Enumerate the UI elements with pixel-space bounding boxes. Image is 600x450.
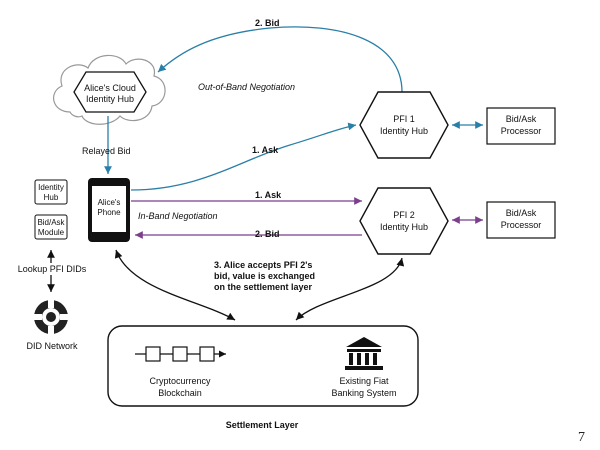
cloud-identity-hub: Alice's Cloud Identity Hub — [53, 54, 166, 125]
arrow-phone-settlement — [114, 249, 236, 321]
fiat-line1: Existing Fiat — [339, 376, 389, 386]
did-network-icon — [32, 298, 70, 336]
arrow-pfi2-settlement — [295, 257, 405, 321]
bidask-module: Bid/Ask Module — [34, 214, 68, 240]
label-ask1: 1. Ask — [252, 145, 279, 155]
label-accept-1: 3. Alice accepts PFI 2's — [214, 260, 312, 270]
processor2-line1: Bid/Ask — [506, 208, 537, 218]
label-accept-2: bid, value is exchanged — [214, 271, 315, 281]
pfi2-identity-hub: PFI 2 Identity Hub — [359, 187, 449, 255]
label-bid-top: 2. Bid — [255, 18, 280, 28]
alice-phone: Alice's Phone — [88, 178, 130, 242]
pfi2-line1: PFI 2 — [393, 210, 415, 220]
phone-line2: Phone — [97, 208, 121, 217]
bidask-processor-2: Bid/Ask Processor — [486, 201, 556, 239]
label-lookup: Lookup PFI DIDs — [18, 264, 87, 274]
settlement-layer-box — [107, 325, 419, 407]
blockchain-icon — [135, 346, 226, 362]
label-out-of-band: Out-of-Band Negotiation — [198, 82, 295, 92]
cloud-hub-line1: Alice's Cloud — [84, 83, 136, 93]
processor2-line2: Processor — [501, 220, 542, 230]
label-ask2: 1. Ask — [255, 190, 282, 200]
fiat-line2: Banking System — [331, 388, 396, 398]
module-line1: Bid/Ask — [37, 218, 65, 227]
cloud-hub-line2: Identity Hub — [86, 94, 134, 104]
processor1-line1: Bid/Ask — [506, 114, 537, 124]
module-line2: Module — [38, 228, 65, 237]
label-relayed-bid: Relayed Bid — [82, 146, 131, 156]
pfi1-line2: Identity Hub — [380, 126, 428, 136]
pfi2-line2: Identity Hub — [380, 222, 428, 232]
phone-line1: Alice's — [98, 198, 121, 207]
label-in-band: In-Band Negotiation — [138, 211, 218, 221]
pfi1-line1: PFI 1 — [393, 114, 415, 124]
identity-hub-small: Identity Hub — [34, 179, 68, 205]
pfi1-identity-hub: PFI 1 Identity Hub — [359, 91, 449, 159]
arrow-ask-pfi1 — [130, 122, 357, 191]
arrow-bid-top — [157, 26, 403, 93]
label-did-network: DID Network — [26, 341, 78, 351]
label-bid2: 2. Bid — [255, 229, 280, 239]
label-settlement-layer: Settlement Layer — [226, 420, 299, 430]
label-accept-3: on the settlement layer — [214, 282, 313, 292]
blockchain-line2: Blockchain — [158, 388, 202, 398]
page-number: 7 — [578, 430, 585, 445]
bank-icon — [345, 337, 383, 370]
blockchain-line1: Cryptocurrency — [149, 376, 211, 386]
small-hub-line1: Identity — [38, 183, 64, 192]
bidask-processor-1: Bid/Ask Processor — [486, 107, 556, 145]
small-hub-line2: Hub — [44, 193, 59, 202]
processor1-line2: Processor — [501, 126, 542, 136]
